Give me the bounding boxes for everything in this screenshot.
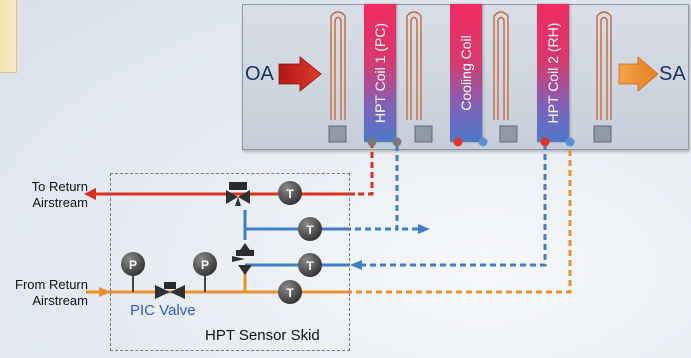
pressure-sensor-label: P	[201, 258, 209, 272]
pic-valve-icon	[155, 282, 185, 299]
temperature-sensor-icon: T	[278, 280, 302, 304]
supply-air-arrow	[618, 56, 659, 92]
from-return-airstream-label: From Return Airstream	[15, 277, 88, 308]
valve-icon	[226, 182, 250, 206]
pic-valve-label: PIC Valve	[130, 302, 196, 319]
temperature-sensor-label: T	[286, 187, 294, 201]
hpt-coil-1: HPT Coil 1 (PC)	[364, 4, 396, 142]
corner-tab	[0, 0, 17, 73]
outside-air-label: OA	[245, 63, 274, 85]
hpt-coil-2: HPT Coil 2 (RH)	[537, 4, 569, 142]
outside-air-arrow	[278, 56, 322, 92]
supply-air-label: SA	[659, 63, 686, 85]
coil-headers	[328, 125, 612, 143]
orange-arrowhead	[99, 287, 111, 297]
temperature-sensor-icon: T	[278, 181, 302, 205]
valve-icon	[232, 243, 254, 275]
pressure-sensor-icon: P	[121, 252, 145, 276]
pressure-sensor-label: P	[129, 258, 137, 272]
blue-arrowhead-right	[418, 224, 430, 234]
blue-arrowhead-left	[350, 260, 362, 270]
red-return-pipe	[96, 146, 374, 196]
cooling-coil: Cooling Coil	[450, 4, 482, 142]
coil-loops	[330, 11, 612, 120]
coil-connections	[367, 137, 575, 147]
to-return-airstream-label: To Return Airstream	[31, 179, 88, 210]
sensor-skid-boundary	[110, 173, 350, 351]
temperature-sensor-icon: T	[298, 217, 322, 241]
pressure-sensor-icon: P	[193, 252, 217, 276]
sensor-skid-title: HPT Sensor Skid	[205, 327, 320, 344]
temperature-sensor-label: T	[286, 286, 294, 300]
blue-pipes	[243, 146, 547, 267]
temperature-sensor-label: T	[306, 259, 314, 273]
temperature-sensor-icon: T	[298, 253, 322, 277]
temperature-sensor-label: T	[306, 223, 314, 237]
red-return-arrowhead	[84, 188, 96, 200]
